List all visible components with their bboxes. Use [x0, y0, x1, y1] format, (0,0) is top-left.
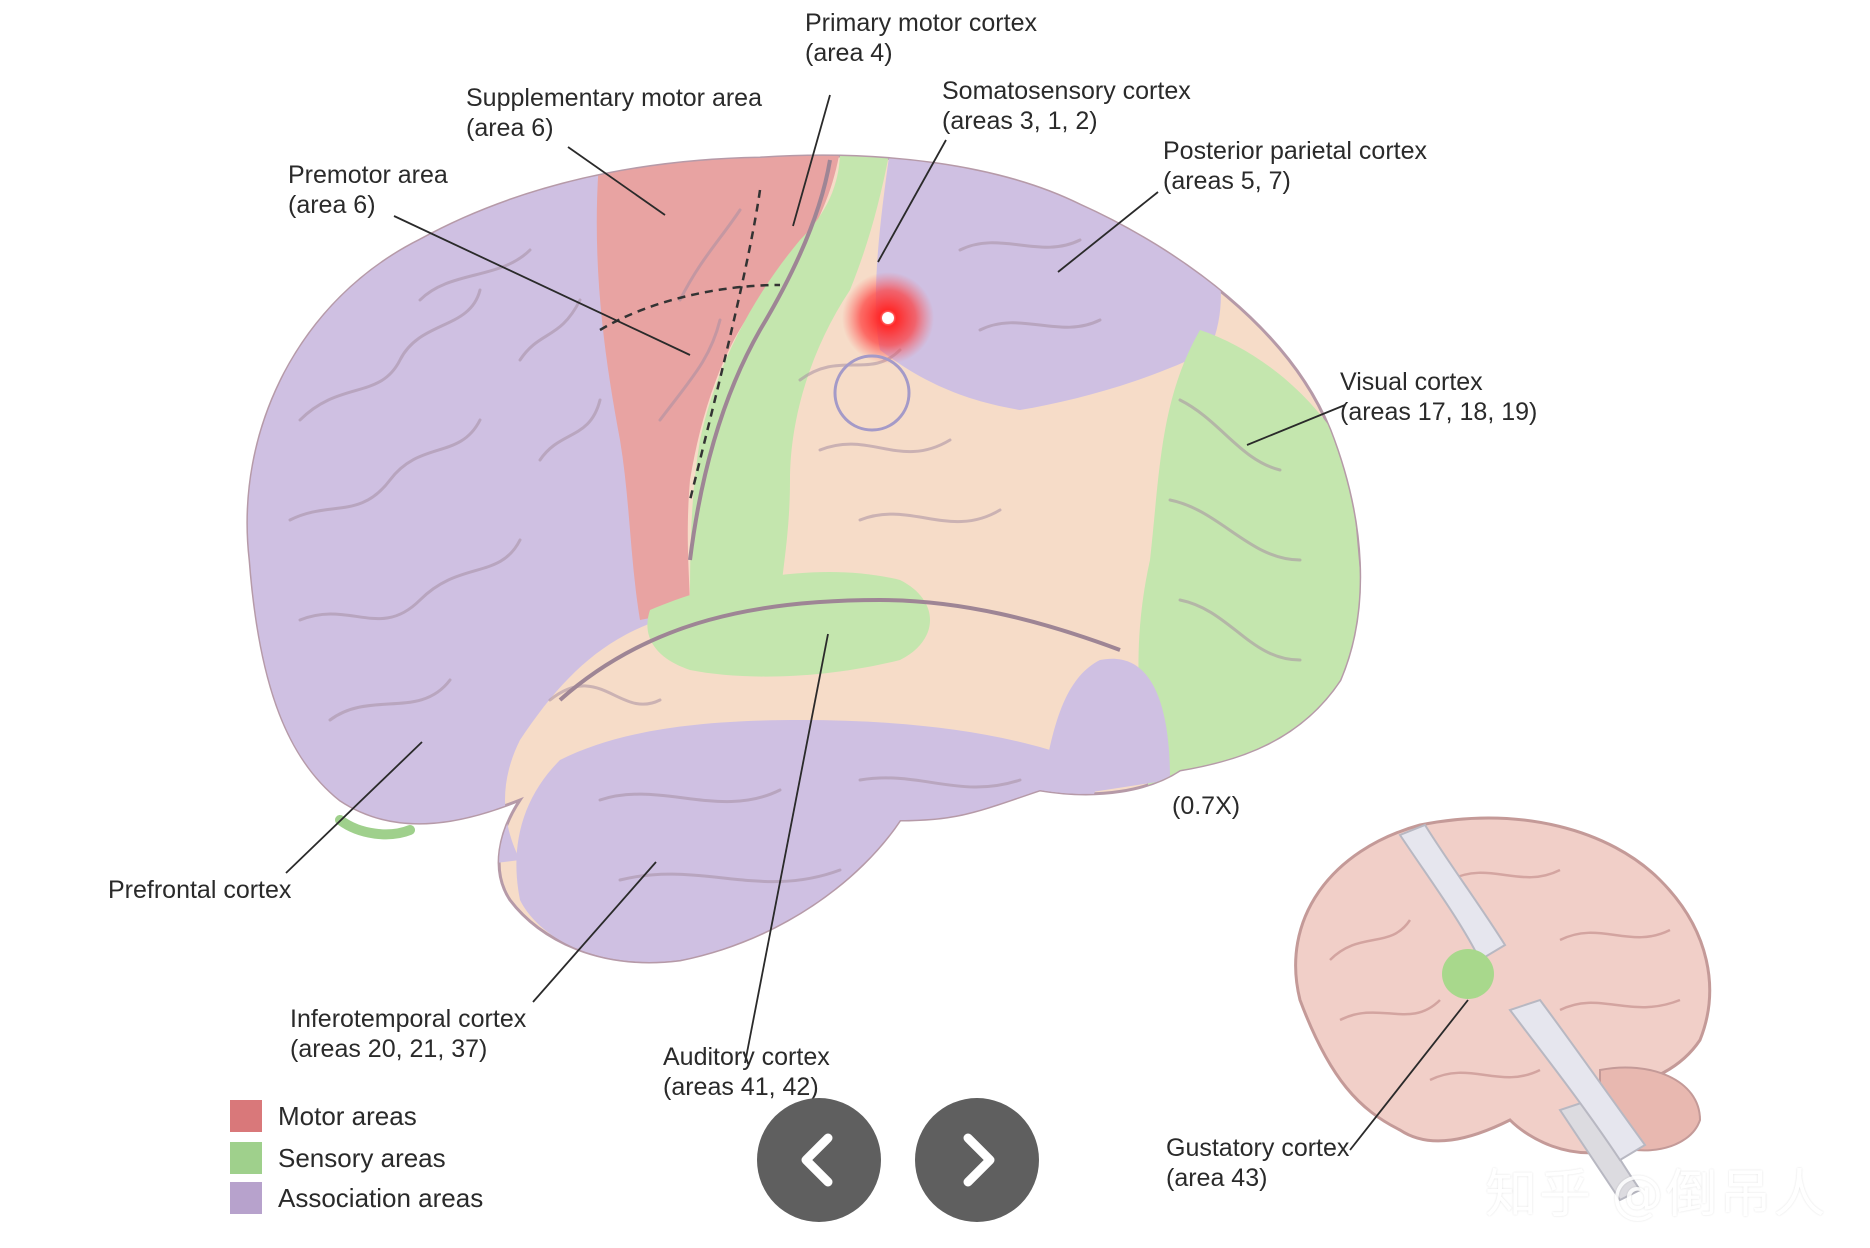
- leader-somatosensory: [877, 139, 947, 263]
- leader-auditory: [744, 633, 829, 1064]
- label-text: Primary motor cortex: [805, 9, 1037, 37]
- region-inferotemporal: [516, 720, 1096, 962]
- label-inferotemporal: Inferotemporal cortex (areas 20, 21, 37): [290, 1004, 526, 1064]
- leader-inferotemporal: [532, 861, 657, 1003]
- region-prefrontal: [247, 170, 660, 900]
- label-primary-motor: Primary motor cortex (area 4): [805, 8, 1037, 68]
- label-text: Auditory cortex: [663, 1043, 830, 1071]
- leader-premotor: [393, 215, 691, 356]
- region-occipital-lower: [1040, 658, 1170, 800]
- label-visual: Visual cortex (areas 17, 18, 19): [1340, 367, 1537, 427]
- label-subtext: (areas 17, 18, 19): [1340, 398, 1538, 426]
- region-auditory: [647, 571, 930, 677]
- prefrontal-green-hint: [335, 815, 415, 840]
- legend-label: Sensory areas: [278, 1142, 446, 1173]
- leader-visual: [1246, 404, 1346, 446]
- legend-item-sensory: Sensory areas: [230, 1142, 446, 1174]
- label-subtext: (areas 3, 1, 2): [942, 107, 1098, 135]
- legend-item-association: Association areas: [230, 1182, 483, 1214]
- leader-primary-motor: [792, 94, 831, 227]
- label-text: Posterior parietal cortex: [1163, 137, 1428, 165]
- label-text: Gustatory cortex: [1166, 1134, 1350, 1162]
- label-auditory: Auditory cortex (areas 41, 42): [663, 1042, 830, 1102]
- legend-item-motor: Motor areas: [230, 1100, 417, 1132]
- region-somatosensory: [690, 155, 890, 610]
- label-posterior-parietal: Posterior parietal cortex (areas 5, 7): [1163, 136, 1427, 196]
- chevron-left-icon: [801, 1133, 833, 1187]
- label-subtext: (area 43): [1166, 1164, 1268, 1192]
- label-subtext: (area 6): [288, 191, 376, 219]
- label-somatosensory: Somatosensory cortex (areas 3, 1, 2): [942, 76, 1191, 136]
- label-text: Somatosensory cortex: [942, 77, 1191, 105]
- label-subtext: (areas 5, 7): [1163, 167, 1291, 195]
- label-text: Inferotemporal cortex: [290, 1005, 527, 1033]
- chevron-right-icon: [963, 1133, 995, 1187]
- label-subtext: (area 6): [466, 114, 554, 142]
- legend-label: Association areas: [278, 1182, 484, 1213]
- scale-note: (0.7X): [1172, 792, 1241, 820]
- lateral-sulcus: [558, 597, 1121, 702]
- watermark: 知乎 @倒吊人: [1485, 1165, 1828, 1225]
- region-visual: [1138, 330, 1360, 800]
- label-supplementary-motor: Supplementary motor area (area 6): [466, 83, 762, 143]
- label-text: Premotor area: [288, 161, 448, 189]
- stimulation-center: [882, 312, 894, 324]
- legend-label: Motor areas: [278, 1100, 417, 1131]
- next-button[interactable]: [915, 1098, 1039, 1222]
- central-sulcus: [688, 159, 832, 561]
- premotor-boundary: [688, 189, 762, 501]
- leader-prefrontal: [285, 741, 423, 874]
- leader-posterior: [1057, 191, 1159, 273]
- focus-circle: [833, 354, 911, 432]
- leader-supplementary: [567, 146, 666, 216]
- supplementary-boundary: [599, 283, 781, 332]
- previous-button[interactable]: [757, 1098, 881, 1222]
- label-subtext: (areas 41, 42): [663, 1073, 819, 1101]
- label-subtext: (areas 20, 21, 37): [290, 1035, 488, 1063]
- leader-gustatory: [1349, 999, 1469, 1151]
- region-gustatory: [1442, 949, 1494, 999]
- legend-swatch: [230, 1182, 262, 1214]
- legend-swatch: [230, 1142, 262, 1174]
- label-gustatory: Gustatory cortex (area 43): [1166, 1133, 1349, 1193]
- label-text: Visual cortex: [1340, 368, 1483, 396]
- label-text: Prefrontal cortex: [108, 876, 292, 904]
- label-prefrontal: Prefrontal cortex: [108, 875, 291, 905]
- label-text: Supplementary motor area: [466, 84, 762, 112]
- label-subtext: (area 4): [805, 39, 893, 67]
- inset-brain: [1294, 816, 1712, 1202]
- legend-swatch: [230, 1100, 262, 1132]
- label-premotor: Premotor area (area 6): [288, 160, 448, 220]
